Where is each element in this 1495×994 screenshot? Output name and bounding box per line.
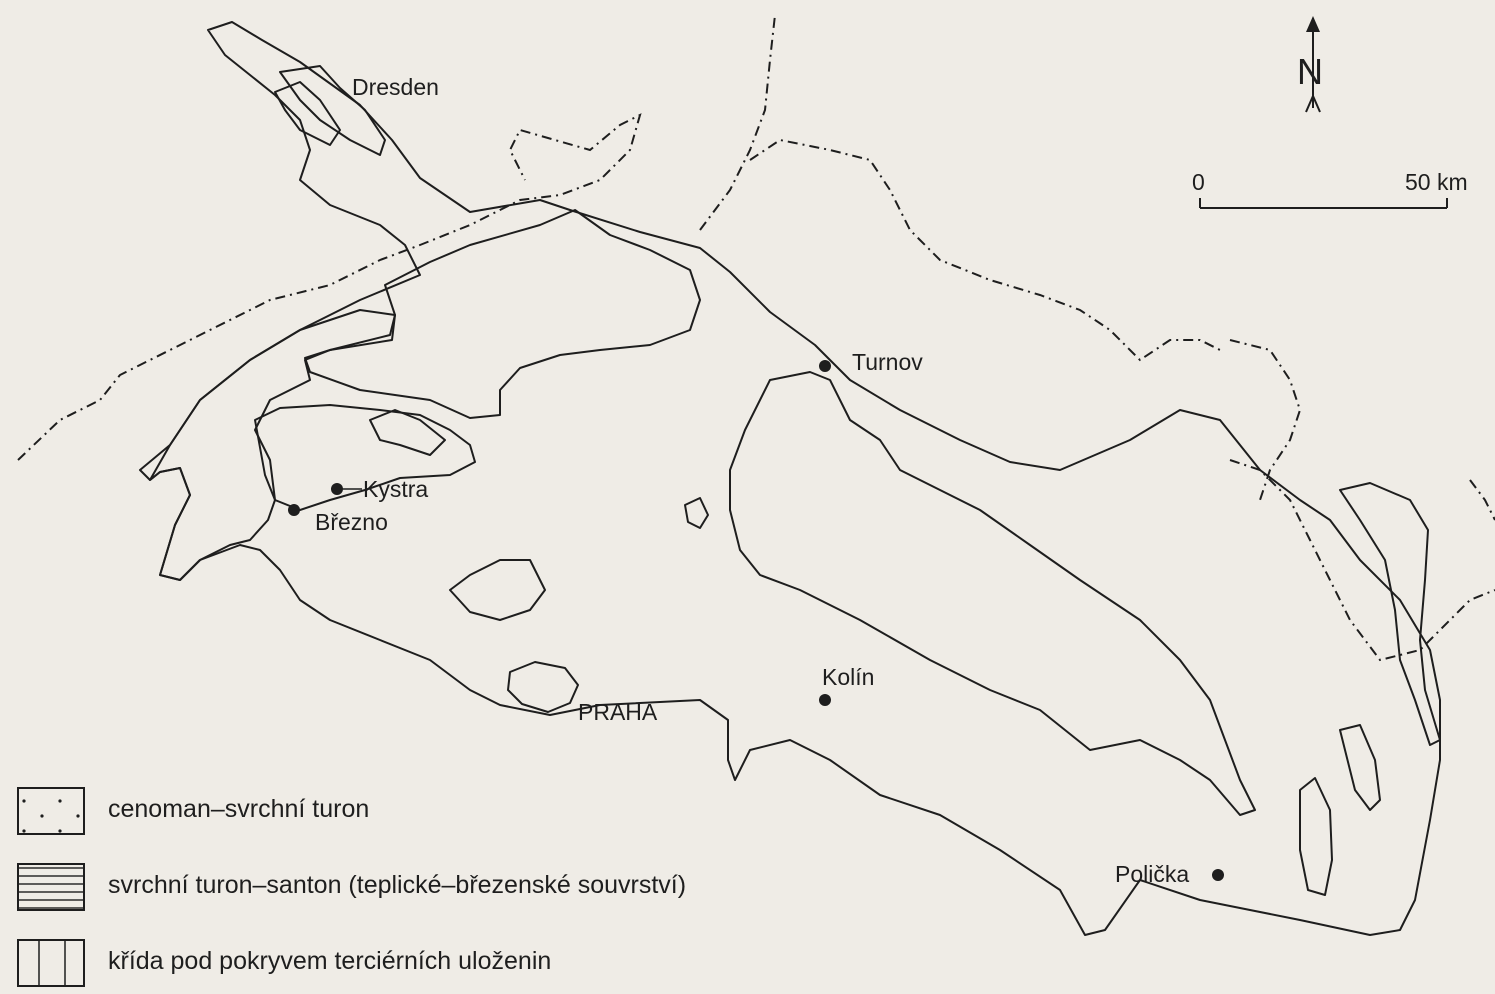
turon-santon-area-north <box>304 209 701 419</box>
inner-water-1 <box>369 409 446 456</box>
turon-santon-area-west <box>254 404 476 511</box>
city-label-turnov: Turnov <box>852 349 923 375</box>
city-label-dresden: Dresden <box>352 74 439 100</box>
city-label-brezno: Březno <box>315 509 388 535</box>
scale-bar-start: 0 <box>1192 169 1205 195</box>
inner-water-2 <box>684 497 709 529</box>
legend-swatch-vlines <box>17 939 85 987</box>
legend-item-hlines: svrchní turon–santon (teplické–březenské… <box>17 863 686 911</box>
north-arrow-label: N <box>1297 51 1323 92</box>
marker-brezno <box>288 504 300 516</box>
legend-swatch-dots <box>17 787 85 835</box>
state-borders <box>17 14 1495 662</box>
marker-kystra <box>331 483 343 495</box>
legend-label-dots: cenoman–svrchní turon <box>108 795 369 823</box>
marker-policka <box>1212 869 1224 881</box>
legend-item-dots: cenoman–svrchní turon <box>17 787 369 835</box>
scale-bar: 0 50 km <box>1192 169 1468 209</box>
scale-bar-end: 50 km <box>1405 169 1468 195</box>
legend-item-vlines: křída pod pokryvem terciérních uloženin <box>17 939 551 987</box>
city-markers <box>288 360 1224 881</box>
inner-water-3 <box>449 559 546 621</box>
city-label-kolin: Kolín <box>822 664 874 690</box>
turon-santon-area-east2 <box>1339 724 1381 811</box>
dresden-hatch <box>274 81 341 146</box>
legend-swatch-hlines <box>17 863 85 911</box>
marker-kolin <box>819 694 831 706</box>
legend-label-vlines: křída pod pokryvem terciérních uloženin <box>108 947 551 975</box>
city-label-kystra: Kystra <box>363 476 428 502</box>
covered-cretaceous-area <box>149 309 396 581</box>
turon-santon-area-central <box>729 371 1256 816</box>
praha-hatch <box>507 661 579 713</box>
turon-santon-area-east1 <box>1339 482 1441 746</box>
marker-turnov <box>819 360 831 372</box>
turon-santon-area-east3 <box>1299 777 1333 896</box>
city-label-praha: PRAHA <box>578 699 658 725</box>
legend-label-hlines: svrchní turon–santon (teplické–březenské… <box>108 871 686 899</box>
dresden-hlines <box>279 65 386 156</box>
city-label-policka: Polička <box>1115 861 1189 887</box>
north-arrow: N <box>1297 16 1323 113</box>
legend: cenoman–svrchní turon svrchní turon–sant… <box>17 787 686 987</box>
